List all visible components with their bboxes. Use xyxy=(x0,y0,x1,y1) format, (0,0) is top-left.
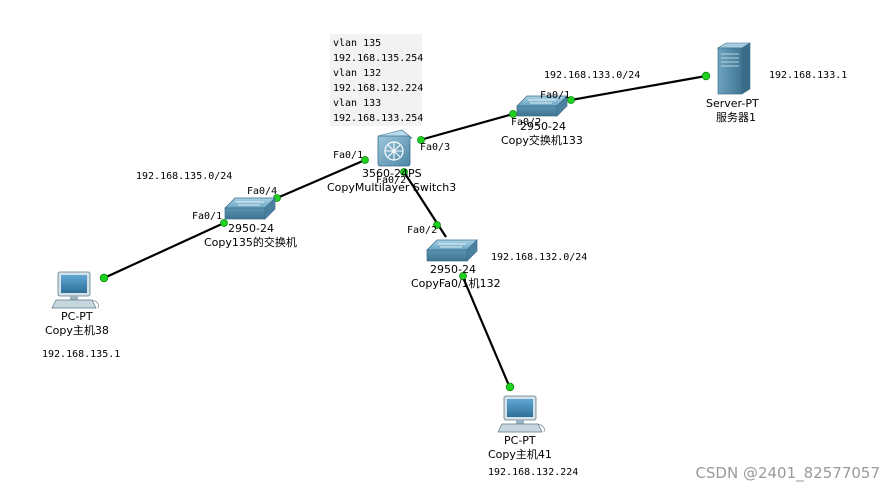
note-line: vlan 135 xyxy=(333,38,381,49)
link-light xyxy=(567,96,575,104)
switch-133-name: Copy交换机133 xyxy=(501,133,583,147)
note-background xyxy=(330,34,422,126)
pc-41-model: PC-PT xyxy=(504,434,536,447)
server-model: Server-PT xyxy=(706,97,759,110)
port-label: Fa0/2 xyxy=(376,175,406,186)
pc-icon xyxy=(51,271,99,309)
port-label: Fa0/4 xyxy=(247,186,277,197)
network-label-133: 192.168.133.0/24 xyxy=(544,70,640,81)
pc-41-name: Copy主机41 xyxy=(488,447,552,461)
link-light xyxy=(505,382,515,392)
link-sw132-pc41[interactable] xyxy=(460,274,512,389)
link-light xyxy=(99,273,109,283)
switch-132-name: CopyFa0/1机132 xyxy=(411,276,501,290)
switch-135-model: 2950-24 xyxy=(228,222,274,235)
link-light xyxy=(701,71,711,81)
network-label-135: 192.168.135.0/24 xyxy=(136,171,232,182)
port-label: Fa0/3 xyxy=(420,142,450,153)
pc-38-name: Copy主机38 xyxy=(45,323,109,337)
pc-38[interactable]: PC-PT Copy主机38 192.168.135.1 xyxy=(42,271,120,360)
link-light xyxy=(433,221,441,229)
multilayer-switch-name: CopyMultilayer Switch3 xyxy=(327,181,456,194)
server-icon xyxy=(716,42,752,95)
switch-135-name: Copy135的交换机 xyxy=(204,235,297,249)
switch-133[interactable]: 2950-24 Copy交换机133 xyxy=(501,95,583,147)
port-label: Fa0/1 xyxy=(333,150,363,161)
server[interactable]: Server-PT 服务器1 192.168.133.1 xyxy=(706,42,847,124)
note-line: 192.168.135.254 xyxy=(333,53,423,64)
network-label-132: 192.168.132.0/24 xyxy=(491,252,587,263)
watermark: CSDN @2401_82577057 xyxy=(695,464,880,483)
link-light xyxy=(400,168,408,176)
pc-38-ip: 192.168.135.1 xyxy=(42,349,120,360)
switch-132-model: 2950-24 xyxy=(430,263,476,276)
switch-icon xyxy=(516,95,568,117)
link-sw135-pc38[interactable] xyxy=(103,222,225,279)
note-line: vlan 132 xyxy=(333,68,381,79)
server-name: 服务器1 xyxy=(716,111,756,124)
vlan-note[interactable]: vlan 135 192.168.135.254 vlan 132 192.16… xyxy=(330,34,423,126)
note-line: vlan 133 xyxy=(333,98,381,109)
note-line: 192.168.132.224 xyxy=(333,83,423,94)
links xyxy=(103,74,707,389)
pc-icon xyxy=(497,395,545,433)
pc-41-ip: 192.168.132.224 xyxy=(488,467,578,478)
link-light xyxy=(417,136,425,144)
link-light xyxy=(361,156,369,164)
link-light xyxy=(509,110,517,118)
port-label: Fa0/2 xyxy=(407,225,437,236)
link-msw-sw135[interactable] xyxy=(276,158,366,200)
multilayer-switch[interactable]: 3560-24PS CopyMultilayer Switch3 xyxy=(327,129,456,194)
switch-icon xyxy=(224,197,276,220)
link-light xyxy=(220,219,228,227)
pc-38-model: PC-PT xyxy=(61,310,93,323)
link-sw133-server[interactable] xyxy=(570,74,707,102)
server-ip: 192.168.133.1 xyxy=(769,70,847,81)
multilayer-switch-icon xyxy=(377,129,413,167)
link-msw-sw133[interactable] xyxy=(419,112,514,142)
port-label: Fa0/1 xyxy=(540,90,570,101)
switch-132[interactable]: 2950-24 CopyFa0/1机132 xyxy=(411,239,501,290)
switch-icon xyxy=(426,239,478,262)
link-light xyxy=(459,272,467,280)
switch-133-model: 2950-24 xyxy=(520,120,566,133)
multilayer-switch-model: 3560-24PS xyxy=(362,167,422,180)
note-line: 192.168.133.254 xyxy=(333,113,423,124)
port-label: Fa0/2 xyxy=(511,117,541,128)
pc-41[interactable]: PC-PT Copy主机41 192.168.132.224 xyxy=(488,395,578,478)
port-label: Fa0/1 xyxy=(192,211,222,222)
switch-135[interactable]: 2950-24 Copy135的交换机 xyxy=(204,197,297,249)
